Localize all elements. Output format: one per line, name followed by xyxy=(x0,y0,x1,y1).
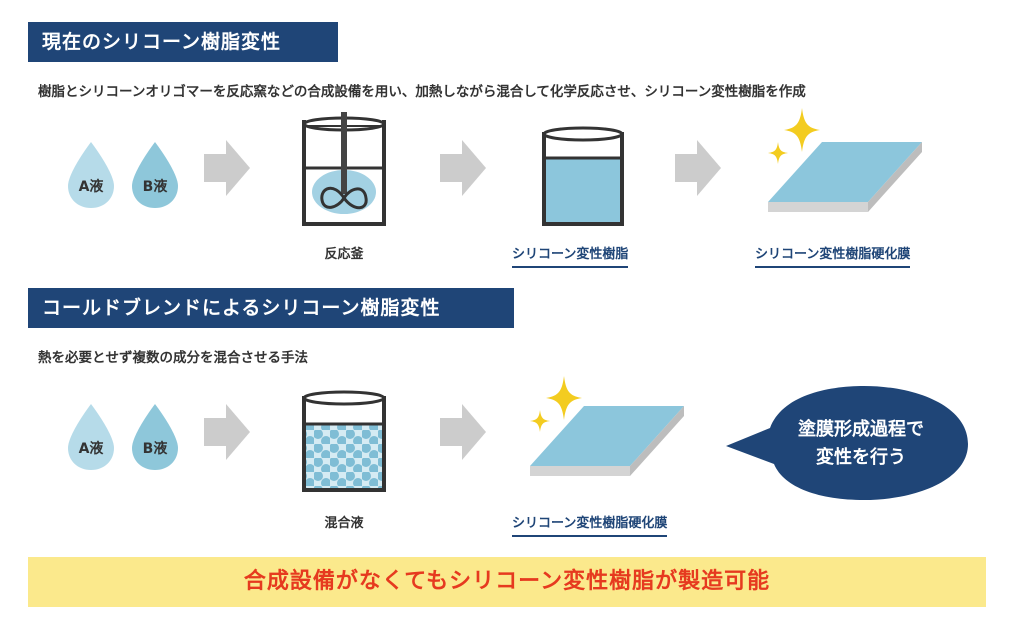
mixed-beaker-icon xyxy=(302,390,386,492)
cured-film-icon xyxy=(768,142,922,212)
speech-bubble xyxy=(726,386,968,500)
arrow-right-icon xyxy=(675,140,721,196)
liquid-b-drop: B液 xyxy=(130,140,180,210)
section-2-description: 熱を必要とせず複数の成分を混合させる手法 xyxy=(38,350,308,366)
arrow-right-icon xyxy=(440,404,486,460)
beaker-icon xyxy=(542,126,624,226)
droplet-icon xyxy=(132,142,178,208)
sparkle-icon xyxy=(530,376,582,432)
bubble-line-1: 塗膜形成過程で xyxy=(798,419,924,440)
reactor-vessel-icon xyxy=(302,112,386,226)
liquid-b-label: B液 xyxy=(142,441,168,457)
liquid-a-label: A液 xyxy=(78,441,104,457)
arrow-right-icon xyxy=(204,404,250,460)
speech-bubble-text: 塗膜形成過程で 変性を行う xyxy=(766,416,956,472)
conclusion-banner: 合成設備がなくてもシリコーン変性樹脂が製造可能 xyxy=(28,557,986,607)
arrow-right-icon xyxy=(204,140,250,196)
droplet-icon xyxy=(68,142,114,208)
droplet-icon xyxy=(68,404,114,470)
cured-film-label-2: シリコーン変性樹脂硬化膜 xyxy=(512,512,668,537)
liquid-a-drop: A液 xyxy=(66,402,116,472)
silicone-resin-label: シリコーン変性樹脂 xyxy=(512,243,629,268)
mixed-liquid-label: 混合液 xyxy=(324,516,364,531)
liquid-a-drop: A液 xyxy=(66,140,116,210)
reactor-label: 反応釜 xyxy=(324,247,364,262)
droplet-icon xyxy=(132,404,178,470)
section-1-title: 現在のシリコーン樹脂変性 xyxy=(28,22,338,62)
cured-film-icon xyxy=(530,406,684,476)
bubble-line-2: 変性を行う xyxy=(816,447,906,468)
liquid-b-drop: B液 xyxy=(130,402,180,472)
cured-film-label-1: シリコーン変性樹脂硬化膜 xyxy=(755,243,911,268)
arrow-right-icon xyxy=(440,140,486,196)
section-1-description: 樹脂とシリコーンオリゴマーを反応窯などの合成設備を用い、加熱しながら混合して化学… xyxy=(38,84,806,100)
section-2-title: コールドブレンドによるシリコーン樹脂変性 xyxy=(28,288,514,328)
liquid-b-label: B液 xyxy=(142,179,168,195)
liquid-a-label: A液 xyxy=(78,179,104,195)
sparkle-icon xyxy=(768,108,820,164)
